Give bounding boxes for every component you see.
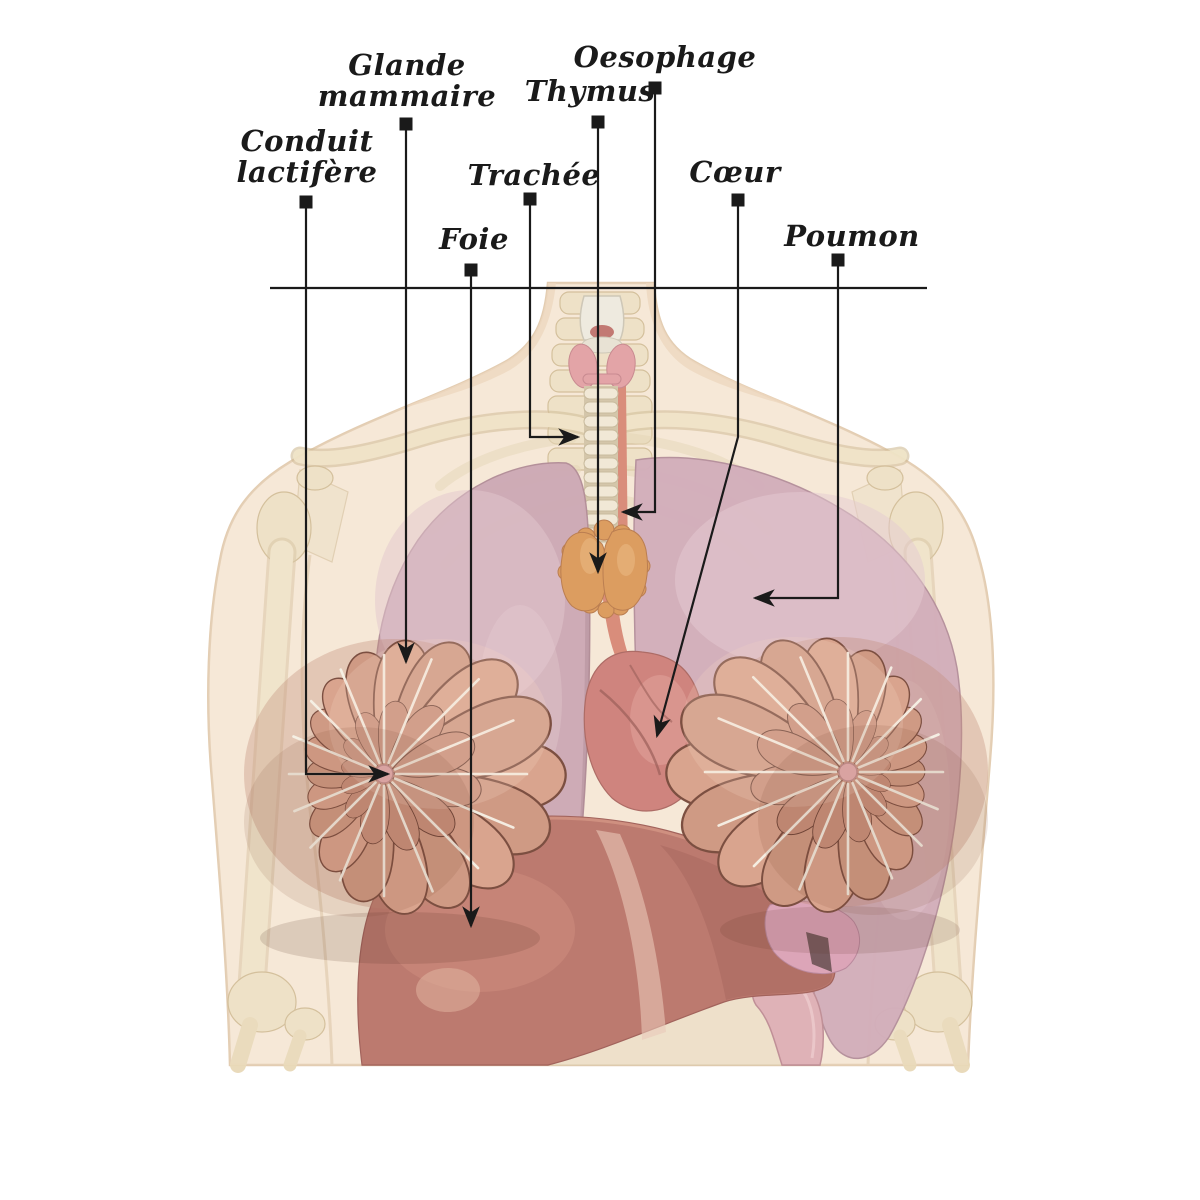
leader-glande-mammaire — [397, 117, 415, 665]
leader-coeur — [653, 193, 745, 739]
leader-thymus — [589, 115, 607, 575]
right-breast-shadow — [720, 906, 960, 954]
left-breast-shadow — [260, 912, 540, 964]
leader-foie — [462, 263, 480, 929]
larynx — [579, 295, 625, 354]
leader-oesophage — [620, 81, 662, 521]
leader-conduit-lactifere — [299, 195, 391, 783]
thymus-gland — [557, 519, 651, 619]
left-elbow — [227, 971, 326, 1073]
leader-trachee — [523, 192, 581, 446]
leader-poumon — [752, 253, 845, 607]
thyroid-gland — [568, 343, 636, 389]
pleura-fold — [764, 900, 861, 975]
right-acromion — [866, 465, 904, 491]
glottis — [590, 325, 614, 339]
